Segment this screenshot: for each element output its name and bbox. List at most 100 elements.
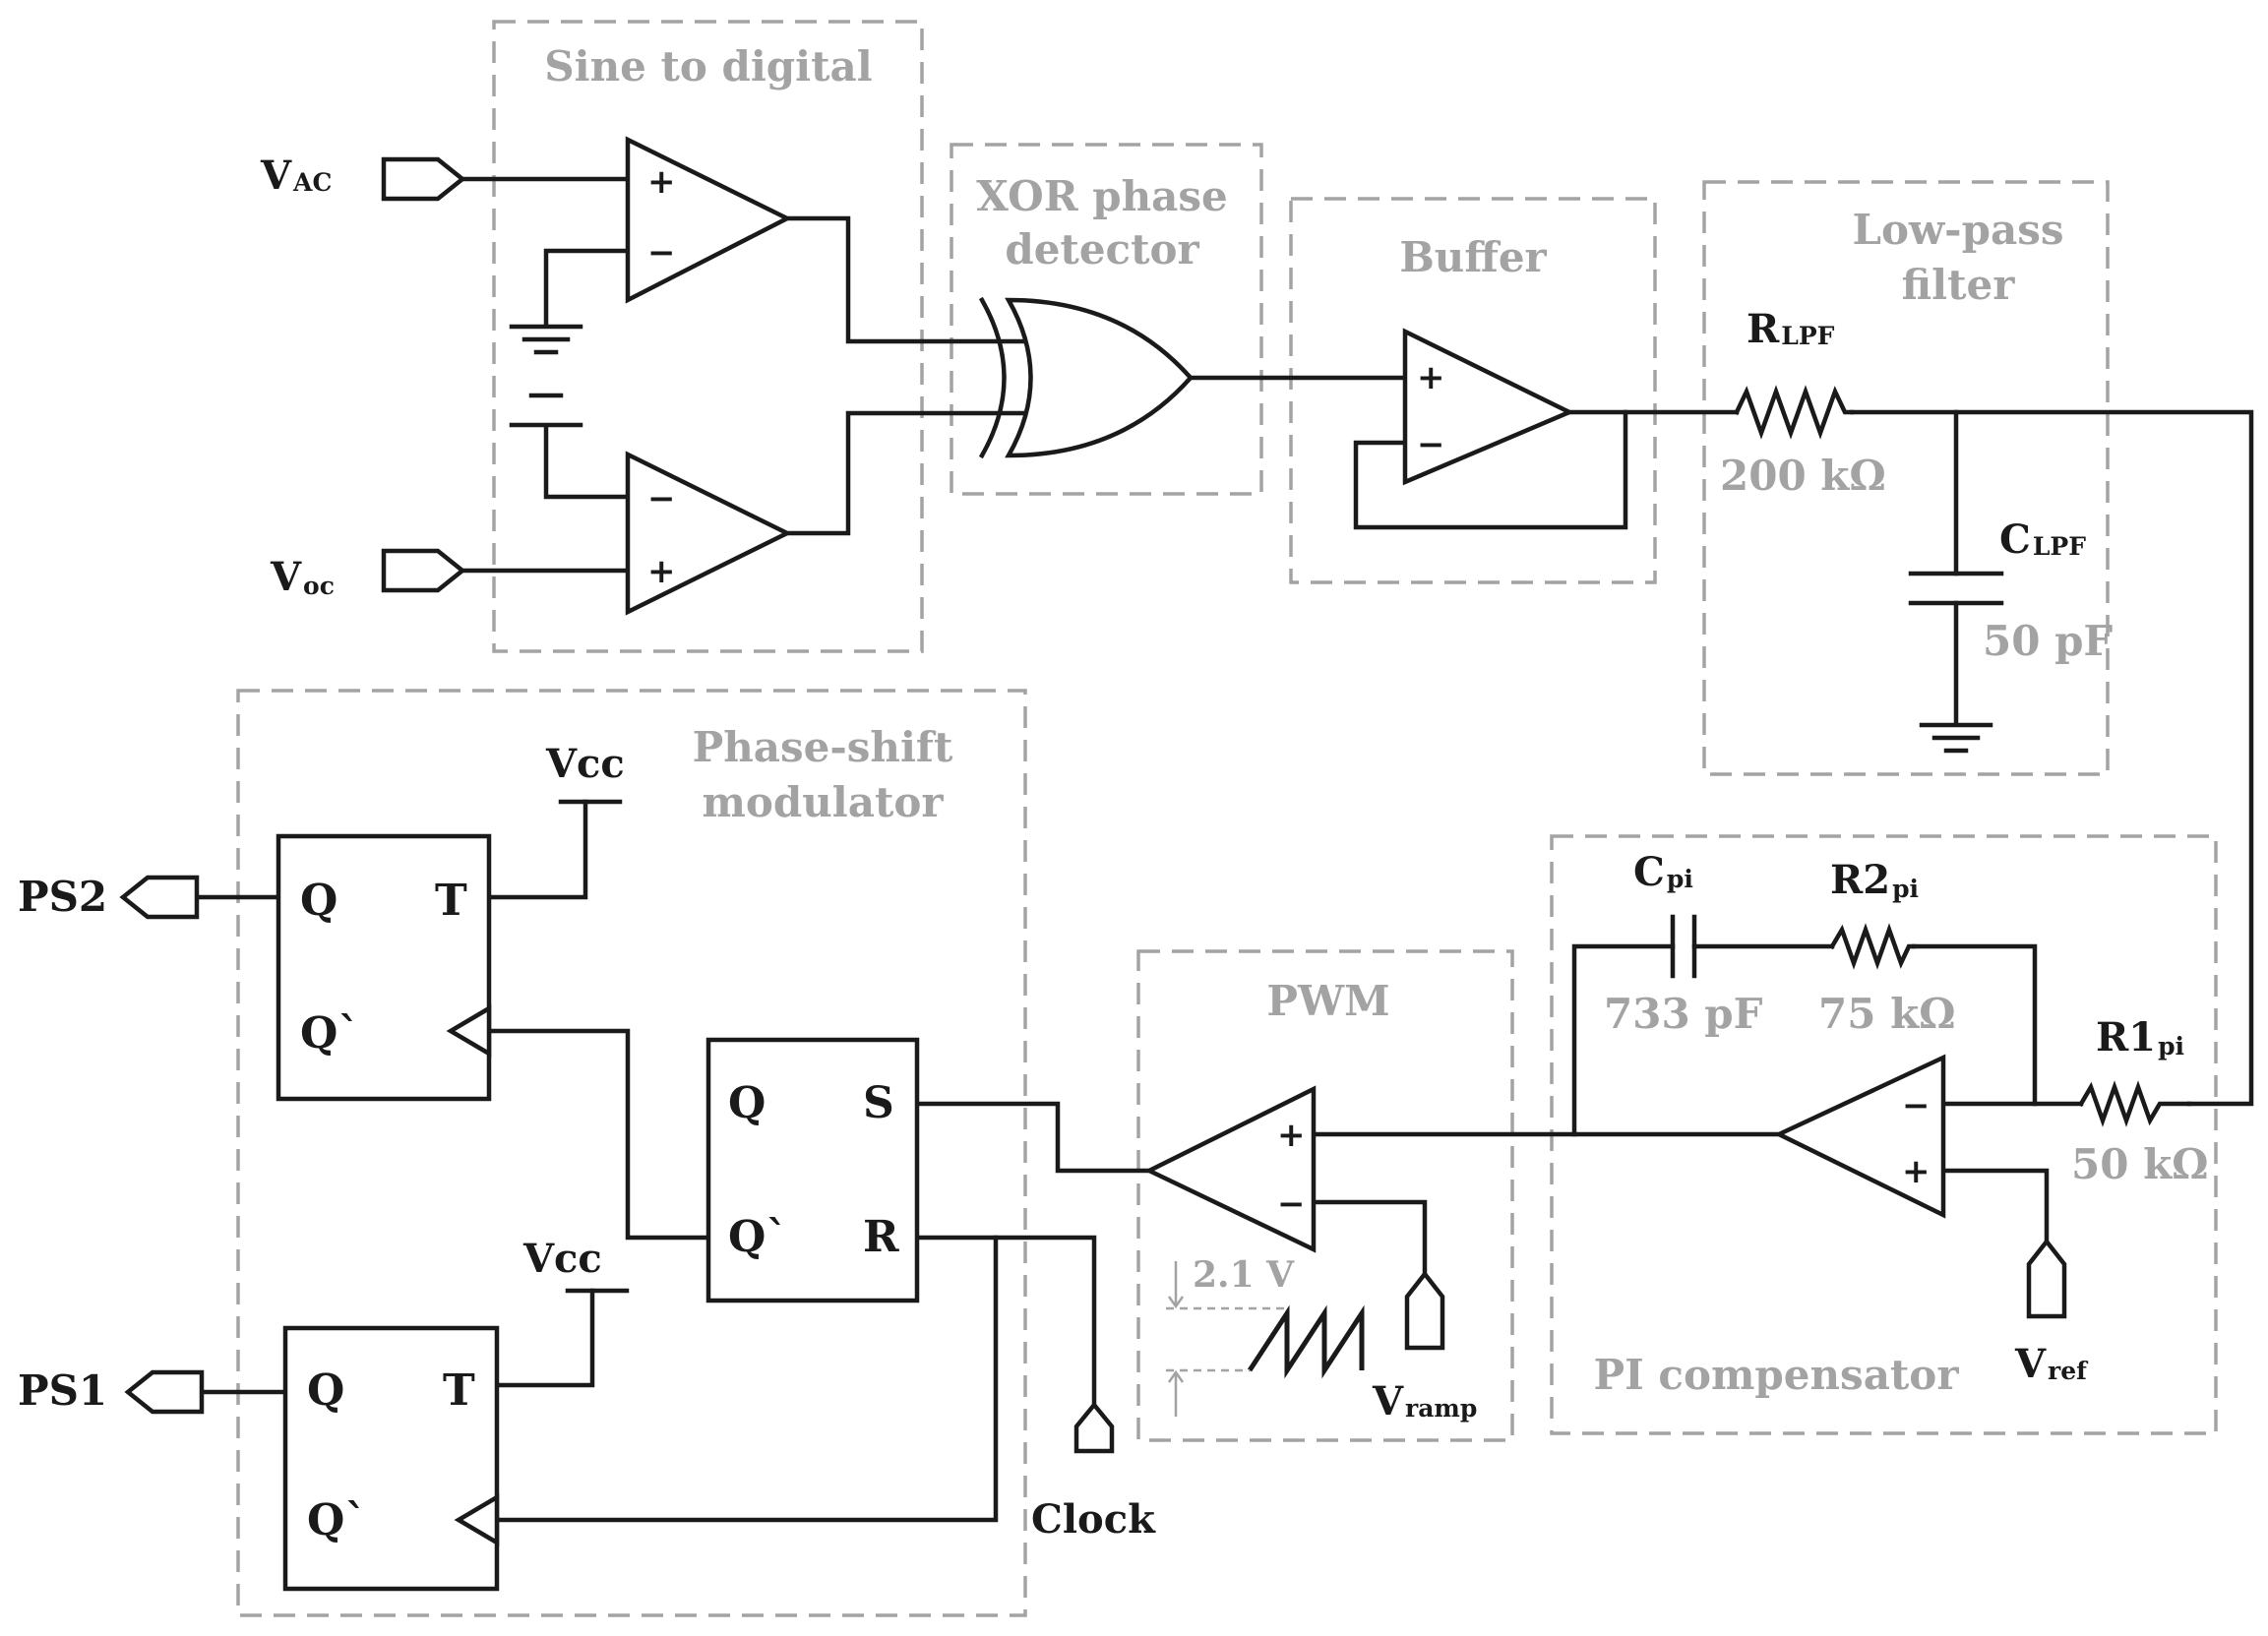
psm-title-line2: modulator xyxy=(702,778,944,826)
vramp-label: Vramp xyxy=(1372,1378,1477,1424)
minus-sign: − xyxy=(1902,1086,1931,1125)
resistor-r1pi xyxy=(2077,1080,2192,1127)
ground-icon xyxy=(509,324,583,355)
wire-r2pi-right xyxy=(1911,943,2038,1107)
wire-cpi-left xyxy=(1571,943,1782,1137)
pi-title: PI compensator xyxy=(1594,1351,1960,1399)
vac-label: VAC xyxy=(260,152,332,199)
input-port-vramp-icon xyxy=(1404,1270,1445,1351)
r1pi-label: R1pi xyxy=(2096,1014,2184,1060)
wire-ff2-vcc xyxy=(486,799,588,900)
plus-sign: + xyxy=(1417,358,1445,397)
pin-t: T xyxy=(435,876,467,926)
sine-to-digital-block xyxy=(492,20,924,653)
sawtooth-icon xyxy=(1247,1304,1365,1379)
minus-sign: − xyxy=(1277,1184,1306,1224)
comparator-oc xyxy=(625,451,793,616)
pin-t: T xyxy=(443,1365,475,1416)
arrow-down-icon xyxy=(1167,1296,1185,1309)
arrow-up-icon xyxy=(1167,1369,1185,1383)
r2pi-value: 75 kΩ xyxy=(1818,990,1956,1038)
pwm-block xyxy=(1136,949,1514,1442)
cpi-label: Cpi xyxy=(1633,849,1693,895)
buffer-block xyxy=(1289,197,1657,584)
plus-sign: + xyxy=(1902,1152,1931,1191)
wire-lpf-output xyxy=(1849,409,2254,1107)
r2pi-label: R2pi xyxy=(1830,857,1919,903)
ps1-label: PS1 xyxy=(18,1366,107,1415)
pin-r: R xyxy=(863,1212,899,1262)
ground-icon xyxy=(1919,722,1993,754)
wire-sr-ff2 xyxy=(486,1028,711,1241)
wire-ff1-vcc xyxy=(494,1288,595,1388)
input-port-voc-icon xyxy=(381,548,466,593)
lpf-title-line1: Low-pass xyxy=(1852,206,2063,254)
wire-clock xyxy=(914,1235,1097,1408)
pwm-title: PWM xyxy=(1266,977,1389,1025)
wire-comp1-xor xyxy=(784,215,1026,344)
pin-q: Q xyxy=(300,876,337,926)
xor-gate xyxy=(978,296,1195,459)
pin-s: S xyxy=(863,1078,894,1128)
resistor-r2pi xyxy=(1828,923,1917,970)
buffer-opamp xyxy=(1402,328,1575,486)
pin-qbar: Q` xyxy=(728,1212,787,1262)
vcc-bottom-label: Vcc xyxy=(522,1236,602,1282)
clpf-label: CLPF xyxy=(1999,516,2086,563)
pin-q: Q xyxy=(307,1365,344,1416)
minus-sign: − xyxy=(1417,425,1445,464)
psm-title-line1: Phase-shift xyxy=(693,723,953,771)
pin-qbar: Q` xyxy=(300,1008,359,1059)
lpf-title-line2: filter xyxy=(1902,261,2016,309)
capacitor-clpf xyxy=(1908,571,2004,606)
ps2-label: PS2 xyxy=(18,873,107,921)
battery-icon xyxy=(509,393,583,428)
clock-label: Clock xyxy=(1031,1496,1156,1543)
vcc-top-label: Vcc xyxy=(545,741,625,787)
sr-latch xyxy=(705,1037,920,1303)
clpf-value: 50 pF xyxy=(1983,617,2113,665)
vref-label: Vref xyxy=(2014,1341,2089,1387)
pin-q: Q xyxy=(728,1078,766,1128)
wire-comp2-xor xyxy=(784,410,1026,536)
minus-sign: − xyxy=(647,479,676,518)
pi-opamp xyxy=(1773,1054,1946,1219)
plus-sign: + xyxy=(647,162,676,202)
sine-to-digital-title: Sine to digital xyxy=(544,42,872,91)
output-port-ps2-icon xyxy=(119,875,200,920)
clock-input-triangle xyxy=(446,1004,492,1058)
xor-block xyxy=(950,143,1263,496)
phase-shift-modulator-block xyxy=(236,689,1027,1617)
minus-sign: − xyxy=(647,233,676,273)
resistor-rlpf xyxy=(1734,385,1855,440)
input-port-clock-icon xyxy=(1073,1401,1115,1454)
pwm-comparator xyxy=(1143,1085,1317,1253)
buffer-title: Buffer xyxy=(1399,233,1547,281)
xor-title-line2: detector xyxy=(1005,225,1199,273)
wire-clock-ff1 xyxy=(494,1235,999,1523)
wire-vref xyxy=(1940,1168,2050,1244)
input-port-vref-icon xyxy=(2026,1238,2067,1319)
rlpf-value: 200 kΩ xyxy=(1720,452,1886,500)
lpf-block xyxy=(1702,180,2110,776)
pin-qbar: Q` xyxy=(307,1495,366,1545)
plus-sign: + xyxy=(1277,1116,1306,1155)
rlpf-label: RLPF xyxy=(1747,306,1835,352)
xor-title-line1: XOR phase xyxy=(976,172,1227,220)
r1pi-value: 50 kΩ xyxy=(2071,1140,2209,1188)
voc-label: Voc xyxy=(270,554,335,600)
output-port-ps1-icon xyxy=(124,1369,205,1415)
t-flip-flop-ps2 xyxy=(276,833,492,1102)
input-port-vac-icon xyxy=(381,156,466,202)
wire-vramp xyxy=(1311,1199,1428,1277)
wire-battery-comp2 xyxy=(543,425,631,500)
capacitor-cpi xyxy=(1670,914,1697,979)
wire-comp1-ground xyxy=(543,248,631,328)
cpi-value: 733 pF xyxy=(1604,990,1763,1038)
comparator-ac xyxy=(625,136,793,304)
wire-buffer-feedback xyxy=(1353,409,1628,530)
wire-pwm-sr xyxy=(914,1101,1152,1174)
t-flip-flop-ps1 xyxy=(282,1325,500,1592)
plus-sign: + xyxy=(647,552,676,591)
